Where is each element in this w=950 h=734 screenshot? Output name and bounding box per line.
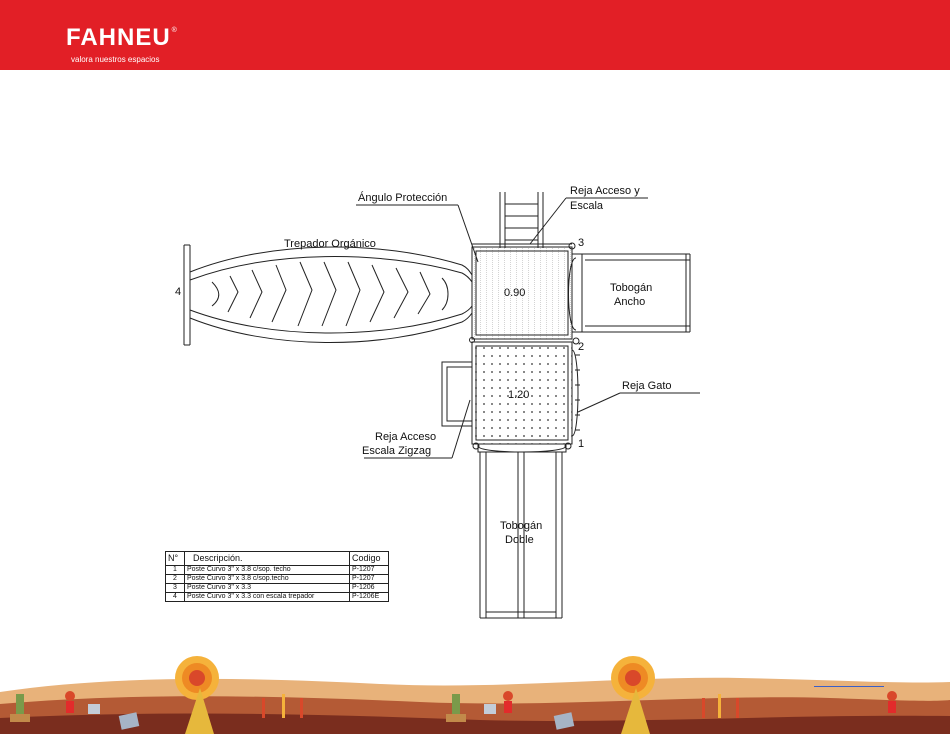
cactus-icon xyxy=(10,694,30,722)
registered-mark: ® xyxy=(171,27,178,34)
label-tobogan-ancho-2: Ancho xyxy=(614,296,645,308)
table-row: 1 Poste Curvo 3" x 3.8 c/sop. techo P-12… xyxy=(165,565,389,575)
table-row: 3 Poste Curvo 3" x 3.3 P-1206 xyxy=(165,583,389,593)
label-tobogan-doble-2: Doble xyxy=(505,534,534,546)
row-number: 1 xyxy=(165,565,185,575)
col-header-number: N° xyxy=(165,551,185,566)
stone-block-icon xyxy=(484,704,496,714)
sun-icon xyxy=(175,656,219,700)
table-header-row: N° Descripción. Codigo xyxy=(165,551,389,566)
label-tobogan-ancho: Tobogán xyxy=(610,282,652,294)
label-reja-acceso-escala-2: Escala xyxy=(570,200,604,212)
child-figure-icon xyxy=(65,691,75,713)
row-number: 3 xyxy=(165,583,185,593)
row-description: Poste Curvo 3" x 3.8 c/sop.techo xyxy=(184,574,350,584)
brand-name: FAHNEU xyxy=(66,24,171,51)
top-ladder xyxy=(499,192,544,248)
cactus-icon xyxy=(446,694,466,722)
parts-table: N° Descripción. Codigo 1 Poste Curvo 3" … xyxy=(165,551,389,602)
label-reja-acceso-escala: Reja Acceso y xyxy=(570,185,640,197)
candles-icon xyxy=(262,694,739,718)
table-row: 4 Poste Curvo 3" x 3.3 con escala trepad… xyxy=(165,592,389,602)
post-3-marker xyxy=(568,242,576,250)
post-2-marker xyxy=(572,337,580,345)
row-number: 2 xyxy=(165,574,185,584)
platform-upper xyxy=(471,246,573,340)
label-reja-acceso-zigzag-2: Escala Zigzag xyxy=(362,445,431,457)
footer-link-underline xyxy=(814,686,884,687)
post-number-1: 1 xyxy=(578,438,584,450)
child-figure-icon xyxy=(887,691,897,713)
label-reja-gato: Reja Gato xyxy=(622,380,672,392)
header-banner: FAHNEU® valora nuestros espacios xyxy=(0,0,950,70)
stone-block-icon xyxy=(118,712,140,730)
row-code: P-1206 xyxy=(349,583,389,593)
post-number-2: 2 xyxy=(578,341,584,353)
wheat-icon xyxy=(185,688,650,734)
label-reja-acceso-zigzag: Reja Acceso xyxy=(375,431,436,443)
child-figure-icon xyxy=(503,691,513,713)
brand-logo[interactable]: FAHNEU® xyxy=(66,24,178,52)
col-header-description: Descripción. xyxy=(184,551,350,566)
platform-upper-height: 0.90 xyxy=(504,287,525,299)
row-code: P-1206E xyxy=(349,592,389,602)
label-tobogan-doble: Tobogán xyxy=(500,520,542,532)
stone-block-icon xyxy=(553,712,575,730)
post-number-3: 3 xyxy=(578,237,584,249)
stone-block-icon xyxy=(88,704,100,714)
brand-tagline: valora nuestros espacios xyxy=(71,55,160,64)
row-code: P-1207 xyxy=(349,565,389,575)
post-1-marker xyxy=(564,442,572,450)
footer-landscape-illustration xyxy=(0,656,950,734)
trepador-organico xyxy=(183,244,473,346)
platform-lower xyxy=(471,341,573,445)
row-description: Poste Curvo 3" x 3.8 c/sop. techo xyxy=(184,565,350,575)
zigzag-ladder xyxy=(441,361,473,427)
col-header-code: Codigo xyxy=(349,551,389,566)
row-description: Poste Curvo 3" x 3.3 xyxy=(184,583,350,593)
tobogan-ancho xyxy=(568,253,691,333)
post-number-4: 4 xyxy=(175,286,181,298)
row-number: 4 xyxy=(165,592,185,602)
row-description: Poste Curvo 3" x 3.3 con escala trepador xyxy=(184,592,350,602)
reja-gato xyxy=(571,349,579,437)
label-angulo-proteccion: Ángulo Protección xyxy=(358,191,447,204)
row-code: P-1207 xyxy=(349,574,389,584)
table-row: 2 Poste Curvo 3" x 3.8 c/sop.techo P-120… xyxy=(165,574,389,584)
platform-lower-height: 1.20 xyxy=(508,389,529,401)
sun-icon xyxy=(611,656,655,700)
label-trepador-organico: Trepador Orgánico xyxy=(284,238,376,250)
